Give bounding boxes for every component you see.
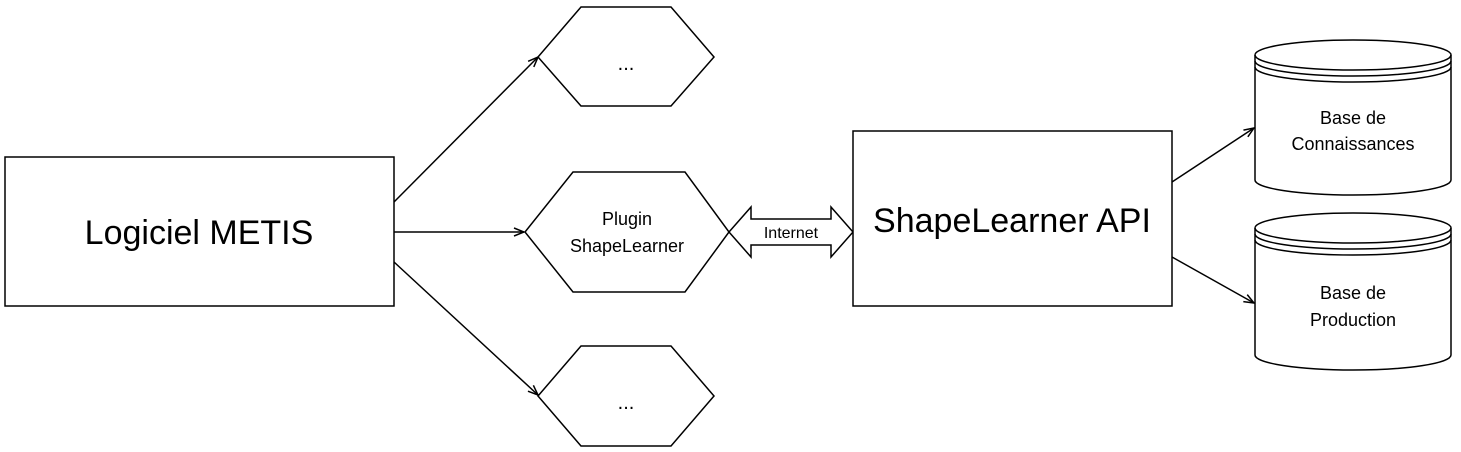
internet-connection: Internet <box>728 205 854 259</box>
knowledge-db-label-line2: Connaissances <box>1291 134 1414 154</box>
knowledge-db-top-ring <box>1254 54 1452 71</box>
production-db-label-line2: Production <box>1310 310 1396 330</box>
internet-label: Internet <box>764 225 819 242</box>
plugin-hexagon <box>524 171 730 293</box>
knowledge-db-label-line1: Base de <box>1320 108 1386 128</box>
production-db-node: Base de Production <box>1254 212 1452 371</box>
knowledge-db-ring-2 <box>1254 60 1452 77</box>
edge-metis-to-top-plugin <box>393 57 538 203</box>
knowledge-db-cylinder <box>1254 39 1452 196</box>
top-plugin-hexagon <box>537 6 715 107</box>
knowledge-db-ring-3 <box>1254 66 1452 83</box>
bottom-plugin-label: ... <box>618 392 635 414</box>
production-db-top-ring <box>1254 227 1452 244</box>
production-db-ring-2 <box>1254 233 1452 250</box>
api-node: ShapeLearner API <box>852 130 1173 307</box>
edge-api-to-production-db <box>1171 256 1254 303</box>
production-db-ring-3 <box>1254 239 1452 256</box>
metis-node: Logiciel METIS <box>4 156 395 307</box>
edge-metis-to-bottom-plugin <box>393 261 538 395</box>
plugin-node: Plugin ShapeLearner <box>524 171 730 293</box>
metis-label: Logiciel METIS <box>85 214 314 252</box>
edge-api-to-knowledge-db <box>1171 128 1254 183</box>
top-plugin-label: ... <box>618 53 635 75</box>
production-db-cylinder <box>1254 212 1452 371</box>
metis-box <box>4 156 395 307</box>
bottom-plugin-node: ... <box>537 345 715 447</box>
bottom-plugin-hexagon <box>537 345 715 447</box>
api-box <box>852 130 1173 307</box>
top-plugin-node: ... <box>537 6 715 107</box>
plugin-label-line1: Plugin <box>602 209 652 229</box>
production-db-label-line1: Base de <box>1320 283 1386 303</box>
knowledge-db-node: Base de Connaissances <box>1254 39 1452 196</box>
plugin-label-line2: ShapeLearner <box>570 236 684 256</box>
api-label: ShapeLearner API <box>873 202 1151 240</box>
